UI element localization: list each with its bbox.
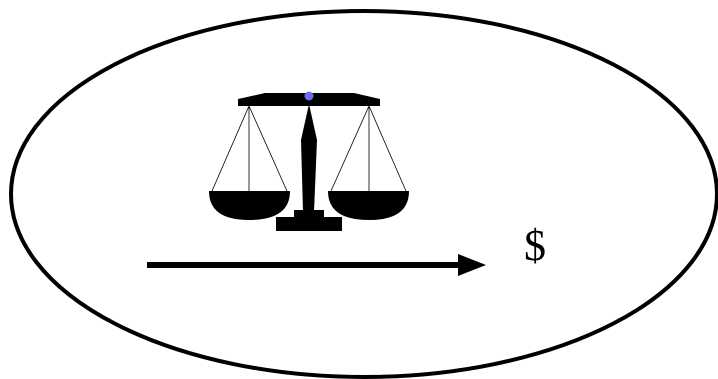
left-pan-string bbox=[248, 105, 288, 192]
scales-of-justice-icon bbox=[209, 91, 409, 231]
scale-column bbox=[301, 104, 317, 212]
dollar-sign-label: $ bbox=[524, 221, 546, 270]
arrow-shaft bbox=[147, 262, 462, 268]
right-pan-string bbox=[330, 105, 370, 192]
scale-base bbox=[276, 217, 342, 231]
scale-pivot bbox=[304, 91, 314, 101]
scale-base-neck bbox=[294, 210, 324, 218]
scale-beam bbox=[238, 99, 380, 106]
left-pan-string bbox=[211, 105, 250, 192]
arrow-head bbox=[458, 254, 486, 276]
right-pan bbox=[328, 191, 409, 220]
outer-ellipse bbox=[9, 9, 718, 379]
right-pan-string bbox=[368, 105, 407, 192]
right-arrow-icon bbox=[147, 254, 486, 276]
left-pan bbox=[209, 191, 290, 220]
